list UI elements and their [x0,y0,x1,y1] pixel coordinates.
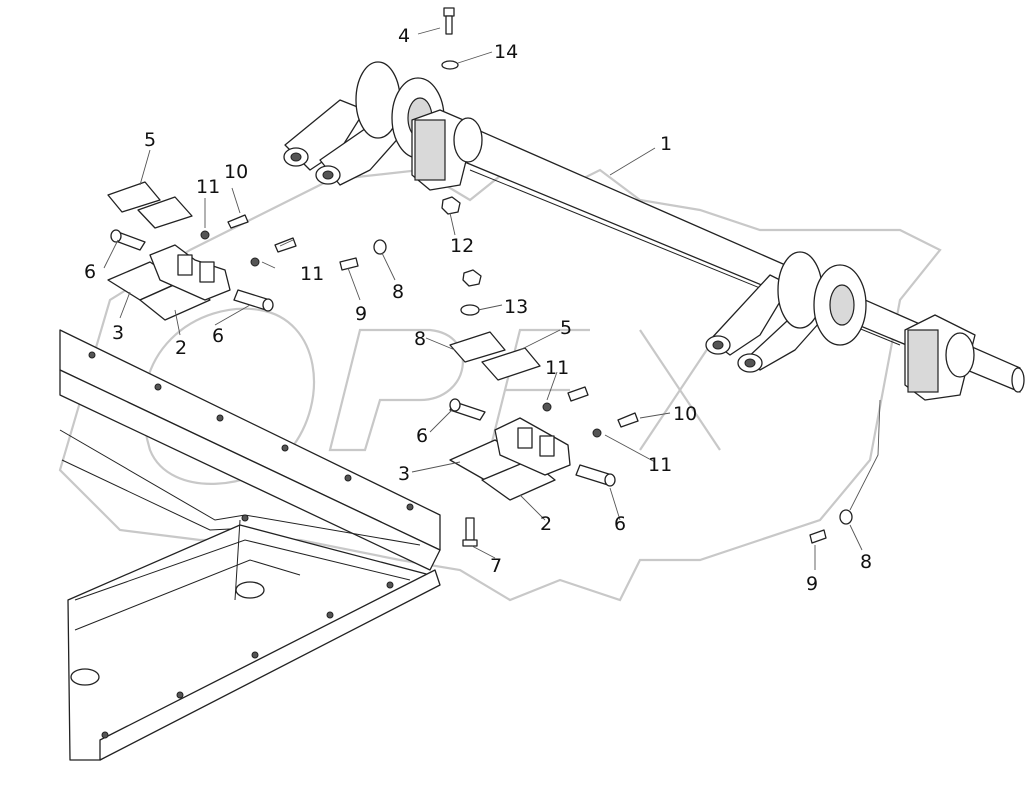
callout-9: 9 [806,573,818,595]
callout-11: 11 [300,263,324,285]
washer-14 [441,60,459,70]
callout-10: 10 [224,161,248,183]
callout-12: 12 [450,235,474,257]
callout-9: 9 [355,303,367,325]
callout-13: 13 [504,296,528,318]
nut-12 [441,196,461,215]
callout-8: 8 [392,281,404,303]
fasteners-right [809,509,853,544]
bracket-group-center [449,331,639,547]
callout-4: 4 [398,25,410,47]
callout-11: 11 [196,176,220,198]
callout-11: 11 [648,454,672,476]
callout-1: 1 [660,133,672,155]
axle-assembly [283,61,1025,401]
callout-6: 6 [416,425,428,447]
nut-13 [462,269,482,287]
callout-14: 14 [494,41,518,63]
callout-6: 6 [212,325,224,347]
callout-3: 3 [112,322,124,344]
callout-7: 7 [490,555,502,577]
callout-3: 3 [398,463,410,485]
callout-11: 11 [545,357,569,379]
callout-labels: 1 4 14 5 11 10 6 3 2 6 11 9 8 12 13 8 5 … [84,25,872,595]
callout-8: 8 [860,551,872,573]
callout-8: 8 [414,328,426,350]
callout-5: 5 [560,317,572,339]
callout-5: 5 [144,129,156,151]
callout-10: 10 [673,403,697,425]
bracket-group-left [107,181,387,321]
frame-platform [59,329,441,761]
callout-6: 6 [84,261,96,283]
callout-6: 6 [614,513,626,535]
callout-2: 2 [540,513,552,535]
frame-bolt-row [88,351,414,739]
leader-lines [103,27,881,570]
callout-2: 2 [175,337,187,359]
bolt-4 [443,7,455,35]
